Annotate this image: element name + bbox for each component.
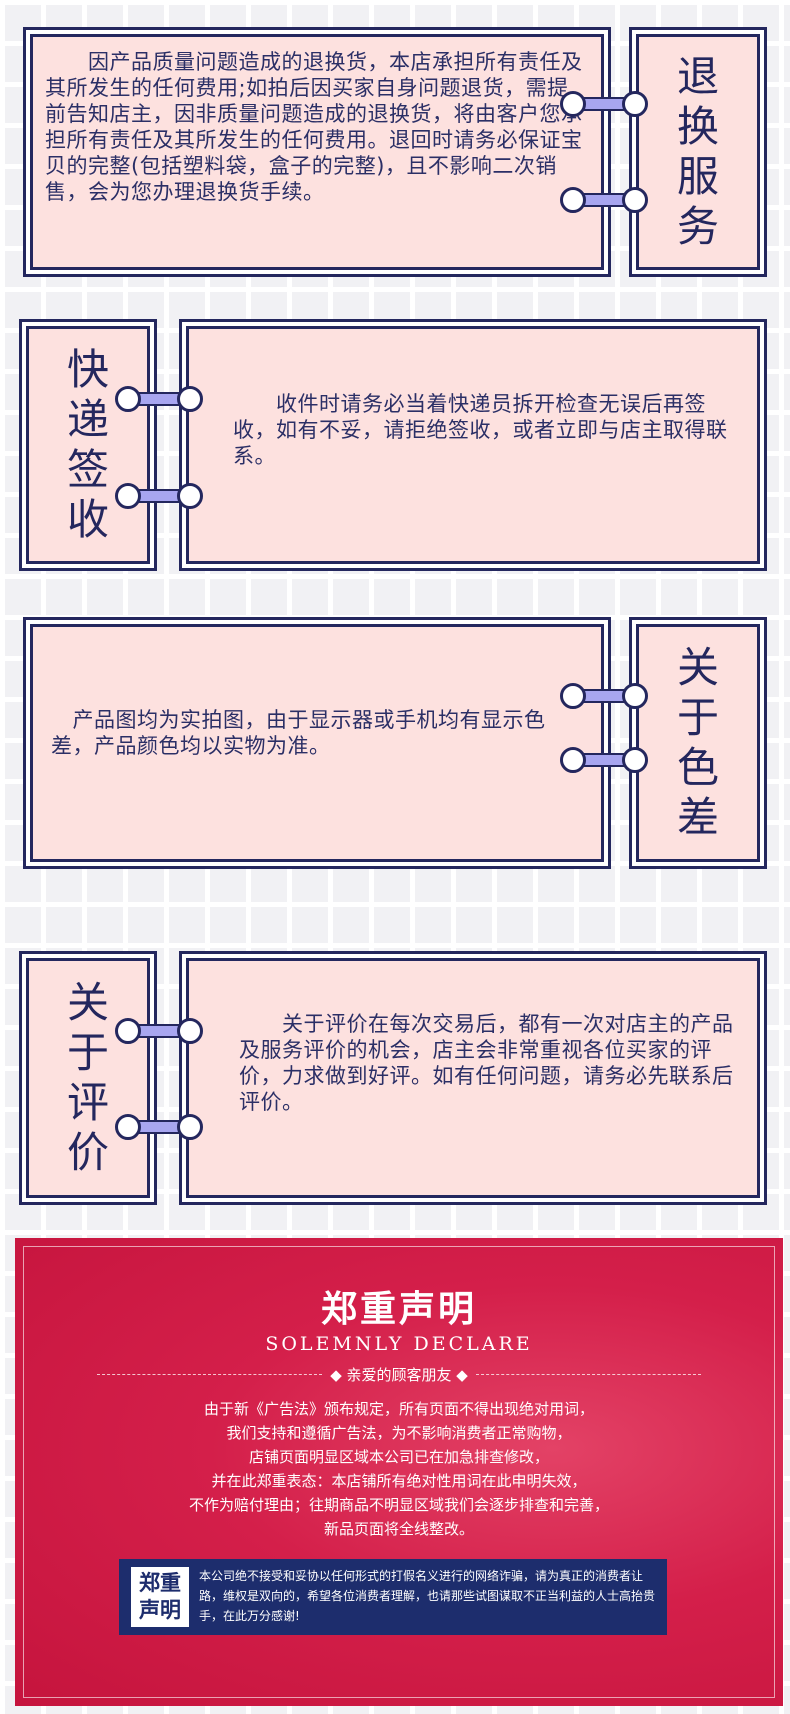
divider — [475, 1373, 702, 1375]
tag-char: 关 — [676, 643, 719, 692]
declaration-line: 并在此郑重表态：本店铺所有绝对性用词在此申明失效， — [211, 1472, 587, 1490]
color-difference-tag: 关 于 色 差 — [636, 624, 760, 862]
anti-fraud-text: 本公司绝不接受和妥协以任何形式的打假名义进行的网络诈骗，请为真正的消费者让路，维… — [199, 1569, 656, 1623]
tag-char: 收 — [66, 495, 109, 544]
declaration-frame — [23, 1246, 775, 1698]
binder-ring — [115, 386, 203, 412]
declaration-body: 由于新《广告法》颁布规定，所有页面不得出现绝对用词， 我们支持和遵循广告法，为不… — [55, 1397, 743, 1541]
tag-char: 价 — [66, 1128, 109, 1177]
declaration-line: 店铺页面明显区域本公司已在加急排查修改， — [248, 1448, 549, 1466]
stamp-line: 郑重 — [139, 1571, 181, 1595]
return-policy-text: 因产品质量问题造成的退换货，本店承担所有责任及其所发生的任何费用;如拍后因买家自… — [45, 50, 583, 204]
review-policy-tag: 关 于 评 价 — [26, 958, 150, 1198]
return-policy-text-card: 因产品质量问题造成的退换货，本店承担所有责任及其所发生的任何费用;如拍后因买家自… — [30, 34, 604, 270]
declaration-stamp: 郑重 声明 — [131, 1567, 189, 1627]
declaration-line: 不作为赔付理由；往期商品不明显区域我们会逐步排查和完善， — [188, 1496, 609, 1514]
binder-ring — [560, 683, 648, 709]
tag-char: 换 — [676, 102, 719, 151]
declaration-line: 由于新《广告法》颁布规定，所有页面不得出现绝对用词， — [203, 1400, 594, 1418]
review-policy-text: 关于评价在每次交易后，都有一次对店主的产品及服务评价的机会，店主会非常重视各位买… — [239, 1012, 734, 1114]
delivery-signing-tag: 快 递 签 收 — [26, 326, 150, 564]
color-difference-text-card: 产品图均为实拍图，由于显示器或手机均有显示色差，产品颜色均以实物为准。 — [30, 624, 604, 862]
tag-char: 评 — [66, 1078, 109, 1127]
tag-char: 关 — [66, 978, 109, 1027]
tag-char: 服 — [676, 152, 719, 201]
declaration-title: 郑重声明 — [320, 1289, 477, 1330]
declaration-line: 新品页面将全线整改。 — [323, 1520, 474, 1538]
tag-char: 于 — [66, 1028, 109, 1077]
tag-char: 递 — [66, 395, 109, 444]
return-policy-tag: 退 换 服 务 — [636, 34, 760, 270]
binder-ring — [115, 1114, 203, 1140]
binder-ring — [560, 747, 648, 773]
tag-char: 于 — [676, 693, 719, 742]
delivery-signing-text: 收件时请务必当着快递员拆开检查无误后再签收，如有不妥，请拒绝签收，或者立即与店主… — [233, 392, 728, 468]
binder-ring — [115, 483, 203, 509]
binder-ring — [560, 187, 648, 213]
color-difference-text: 产品图均为实拍图，由于显示器或手机均有显示色差，产品颜色均以实物为准。 — [51, 708, 546, 758]
tag-char: 退 — [676, 52, 719, 101]
anti-fraud-notice: 郑重 声明 本公司绝不接受和妥协以任何形式的打假名义进行的网络诈骗，请为真正的消… — [119, 1559, 667, 1635]
declaration-subtitle: SOLEMNLY DECLARE — [265, 1333, 533, 1355]
divider — [97, 1373, 323, 1375]
dear-customer-line: ◆ 亲爱的顾客朋友 ◆ — [97, 1364, 702, 1384]
tag-char: 快 — [66, 345, 109, 394]
dear-customer-label: ◆ 亲爱的顾客朋友 ◆ — [330, 1365, 468, 1384]
review-policy-text-card: 关于评价在每次交易后，都有一次对店主的产品及服务评价的机会，店主会非常重视各位买… — [186, 958, 760, 1198]
tag-char: 差 — [676, 793, 719, 842]
delivery-signing-text-card: 收件时请务必当着快递员拆开检查无误后再签收，如有不妥，请拒绝签收，或者立即与店主… — [186, 326, 760, 564]
tag-char: 务 — [676, 202, 719, 251]
stamp-line: 声明 — [139, 1598, 181, 1622]
tag-char: 签 — [66, 445, 109, 494]
solemn-declaration-panel: 郑重声明 SOLEMNLY DECLARE ◆ 亲爱的顾客朋友 ◆ 由于新《广告… — [15, 1238, 783, 1706]
binder-ring — [115, 1018, 203, 1044]
declaration-line: 我们支持和遵循广告法，为不影响消费者正常购物， — [226, 1424, 572, 1442]
tag-char: 色 — [676, 743, 719, 792]
binder-ring — [560, 91, 648, 117]
